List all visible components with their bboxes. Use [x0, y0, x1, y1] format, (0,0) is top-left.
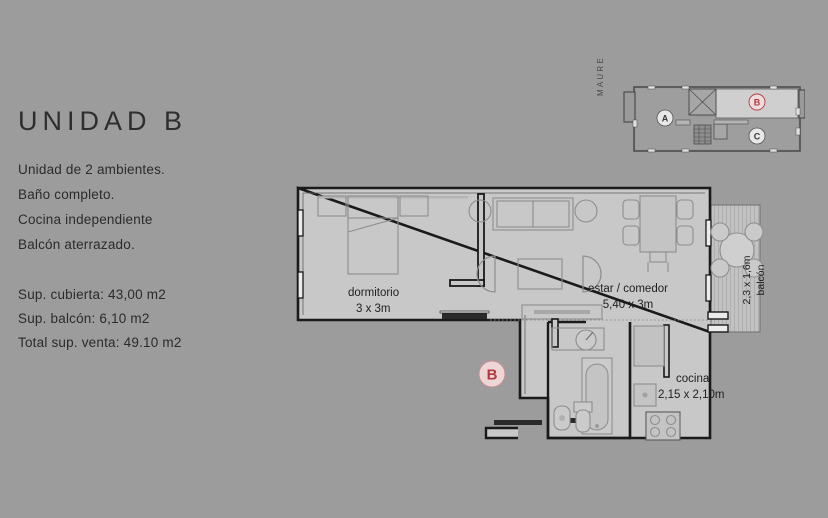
room-label-cocina: cocina 2,15 x 2,10m	[658, 373, 724, 401]
floor-key-map: MAURE	[596, 56, 805, 160]
bedroom-door	[439, 310, 490, 319]
room-label-estar-comedor-dims: 5,40 x 3m	[603, 299, 654, 311]
key-map-marker-c-label: C	[754, 132, 761, 142]
balcony-door-opening	[707, 311, 729, 333]
key-map-marker-b[interactable]: B	[748, 93, 766, 111]
feature-item: Cocina independiente	[18, 212, 153, 227]
living-room-furniture	[468, 197, 603, 320]
key-map-marker-b-label: B	[754, 98, 761, 108]
feature-item: Baño completo.	[18, 187, 115, 202]
key-map-marker-a[interactable]: A	[656, 109, 674, 127]
room-label-balcon-dims: 2,3 x 1,6m	[741, 255, 753, 304]
unit-floor-area	[298, 188, 727, 438]
balcony-furniture	[710, 222, 764, 278]
area-item-total: Total sup. venta: 49.10 m2	[18, 335, 182, 350]
room-label-cocina-name: cocina	[676, 373, 710, 385]
bathroom-fixtures	[551, 327, 613, 435]
feature-list: Unidad de 2 ambientes. Baño completo. Co…	[18, 157, 278, 257]
window-openings	[297, 209, 712, 302]
room-label-balcon-name: balcón	[755, 264, 767, 295]
key-map-marker-a-label: A	[662, 114, 669, 124]
room-label-dormitorio: dormitorio 3 x 3m	[348, 287, 399, 315]
room-label-dormitorio-name: dormitorio	[348, 287, 399, 299]
unit-marker-b-label: B	[487, 367, 498, 384]
feature-item: Balcón aterrazado.	[18, 237, 135, 252]
kitchen-fixtures	[633, 325, 681, 441]
room-label-dormitorio-dims: 3 x 3m	[356, 303, 391, 315]
unit-marker-b[interactable]: B	[478, 360, 506, 388]
room-label-balcon: balcón 2,3 x 1,6m	[741, 255, 767, 304]
area-item-covered: Sup. cubierta: 43,00 m2	[18, 287, 166, 302]
key-map-drawing: A B C	[623, 85, 805, 153]
dining-furniture	[622, 195, 694, 272]
floor-plan-drawing: B dormitorio 3 x 3m estar / comedor 5,40…	[296, 186, 767, 441]
page-title: UNIDAD B	[18, 106, 188, 136]
street-label: MAURE	[596, 56, 605, 96]
room-label-cocina-dims: 2,15 x 2,10m	[658, 389, 724, 401]
key-map-marker-c[interactable]: C	[748, 127, 766, 145]
area-summary-list: Sup. cubierta: 43,00 m2 Sup. balcón: 6,1…	[18, 283, 278, 355]
room-label-estar-comedor-name: estar / comedor	[588, 283, 668, 295]
floor-plan: B dormitorio 3 x 3m estar / comedor 5,40…	[290, 180, 790, 445]
bedroom-furniture	[317, 195, 468, 275]
room-label-estar-comedor: estar / comedor 5,40 x 3m	[588, 283, 668, 311]
feature-item: Unidad de 2 ambientes.	[18, 162, 165, 177]
unit-info-panel: UNIDAD B Unidad de 2 ambientes. Baño com…	[18, 108, 278, 355]
entry-door	[484, 420, 542, 440]
area-item-balcony: Sup. balcón: 6,10 m2	[18, 311, 150, 326]
